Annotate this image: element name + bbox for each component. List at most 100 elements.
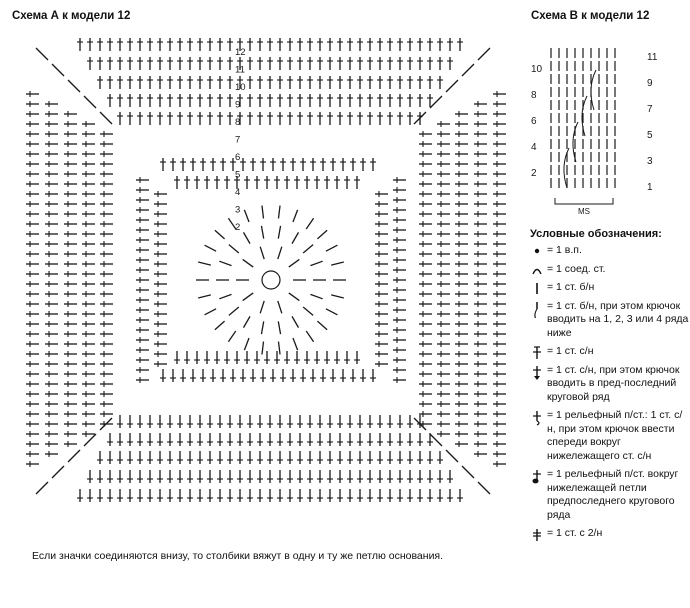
stitch-symbol	[210, 369, 216, 382]
stitch-symbol	[493, 421, 506, 427]
stitch-symbol	[493, 211, 506, 217]
stitch-symbol	[82, 391, 95, 397]
stitch-symbol	[64, 431, 77, 437]
stitch-symbol	[437, 351, 450, 357]
stitch-symbol	[257, 38, 263, 51]
stitch-symbol	[82, 401, 95, 407]
stitch-symbol	[317, 489, 323, 502]
stitch-symbol	[64, 171, 77, 177]
stitch-symbol	[207, 38, 213, 51]
stitch-symbol	[157, 451, 163, 464]
stitch-symbol	[82, 251, 95, 257]
stitch-symbol	[455, 321, 468, 327]
stitch-symbol	[45, 191, 58, 197]
stitch-symbol	[100, 221, 113, 227]
stitch-symbol	[45, 141, 58, 147]
stitch-symbol	[45, 351, 58, 357]
corner-stitch	[51, 465, 65, 479]
stitch-symbol	[100, 211, 113, 217]
stitch-symbol	[237, 451, 243, 464]
stitch-symbol	[45, 451, 58, 457]
stitch-symbol	[377, 470, 383, 483]
stitch-symbol	[45, 121, 58, 127]
long-loop-stitch	[572, 121, 579, 163]
stitch-symbol	[493, 261, 506, 267]
stitch-symbol	[26, 241, 39, 247]
stitch-symbol	[219, 260, 232, 267]
stitch-symbol	[290, 369, 296, 382]
stitch-symbol	[277, 38, 283, 51]
stitch-symbol	[64, 191, 77, 197]
stitch-symbol	[287, 38, 293, 51]
stitch-symbol	[277, 225, 282, 239]
stitch-symbol	[64, 331, 77, 337]
stitch-symbol	[26, 301, 39, 307]
stitch-symbol	[437, 76, 443, 89]
stitch-symbol	[350, 158, 356, 171]
stitch-symbol	[184, 176, 190, 189]
relief-front-icon	[530, 409, 544, 426]
stitch-symbol	[437, 161, 450, 167]
legend-item-text: = 1 ст. с/н, при этом крючок вводить в п…	[547, 363, 680, 403]
stitch-symbol	[393, 237, 406, 243]
stitch-symbol	[297, 489, 303, 502]
stitch-symbol	[493, 331, 506, 337]
stitch-symbol	[228, 244, 240, 254]
stitch-symbol	[82, 431, 95, 437]
stitch-symbol	[217, 94, 223, 107]
stitch-symbol	[419, 291, 432, 297]
stitch-symbol	[45, 311, 58, 317]
stitch-symbol	[437, 211, 450, 217]
stitch-symbol	[375, 341, 388, 347]
stitch-symbol	[437, 271, 450, 277]
stitch-symbol	[347, 38, 353, 51]
stitch-symbol	[136, 347, 149, 353]
stitch-symbol	[177, 489, 183, 502]
stitch-symbol	[167, 57, 173, 70]
stitch-symbol	[317, 94, 323, 107]
stitch-symbol	[327, 76, 333, 89]
stitch-symbol	[407, 112, 413, 125]
stitch-symbol	[493, 341, 506, 347]
stitch-symbol	[107, 57, 113, 70]
stitch-symbol	[26, 341, 39, 347]
stitch-symbol	[26, 131, 39, 137]
stitch-symbol	[26, 281, 39, 287]
stitch-symbol	[207, 415, 213, 428]
stitch-symbol	[237, 470, 243, 483]
stitch-symbol	[154, 291, 167, 297]
stitch-symbol	[154, 221, 167, 227]
stitch-symbol	[26, 351, 39, 357]
stitch-symbol	[242, 292, 254, 302]
stitch-symbol	[367, 94, 373, 107]
stitch-symbol	[82, 171, 95, 177]
stitch-symbol	[87, 489, 93, 502]
stitch-symbol	[493, 431, 506, 437]
stitch-symbol	[455, 261, 468, 267]
stitch-symbol	[317, 415, 323, 428]
stitch-symbol	[217, 38, 223, 51]
stitch-symbol	[493, 111, 506, 117]
stitch-symbol	[64, 121, 77, 127]
stitch-symbol	[45, 221, 58, 227]
stitch-symbol	[274, 176, 280, 189]
stitch-symbol	[117, 415, 123, 428]
stitch-symbol	[197, 489, 203, 502]
stitch-symbol	[437, 421, 450, 427]
stitch-symbol	[393, 287, 406, 293]
stitch-symbol	[26, 461, 39, 467]
stitch-symbol	[474, 241, 487, 247]
stitch-symbol	[26, 191, 39, 197]
stitch-symbol	[437, 151, 450, 157]
stitch-symbol	[237, 38, 243, 51]
stitch-symbol	[167, 415, 173, 428]
stitch-symbol	[493, 161, 506, 167]
stitch-symbol	[64, 261, 77, 267]
stitch-symbol	[417, 451, 423, 464]
stitch-symbol	[82, 361, 95, 367]
stitch-symbol	[154, 231, 167, 237]
stitch-symbol	[177, 76, 183, 89]
stitch-symbol	[325, 308, 338, 316]
stitch-symbol	[136, 197, 149, 203]
stitch-symbol	[198, 294, 211, 299]
